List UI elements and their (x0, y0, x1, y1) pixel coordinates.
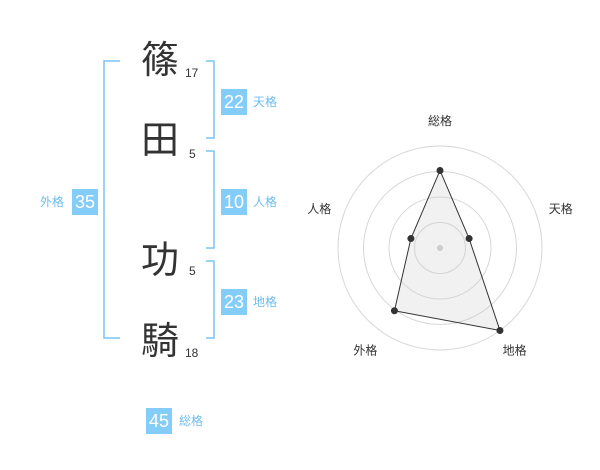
jinkaku-value: 10 (221, 189, 247, 215)
radar-axis-label-0: 総格 (428, 113, 452, 128)
chikaku-bracket (206, 260, 215, 339)
radar-value-polygon (393, 169, 501, 332)
radar-axis-label-3: 外格 (353, 343, 377, 358)
radar-ring-1 (414, 222, 466, 274)
gaikaku-value: 35 (72, 189, 98, 215)
radar-ring-4 (337, 145, 543, 351)
radar-point-1 (465, 235, 473, 243)
gaikaku-label: 外格 (40, 195, 65, 209)
gaikaku-bracket (103, 60, 120, 339)
name-char-1: 篠 (140, 38, 179, 82)
radar-ring-2 (388, 196, 492, 300)
radar-point-3 (390, 307, 398, 315)
soukaku-value: 45 (146, 408, 172, 434)
name-char-2: 田 (140, 118, 179, 162)
stroke-count-1: 17 (185, 66, 199, 80)
radar-axis-label-1: 天格 (549, 201, 573, 216)
chikaku-value: 23 (221, 289, 247, 315)
name-char-3: 功 (140, 238, 179, 282)
tenkaku-label: 天格 (253, 95, 278, 109)
stroke-count-4: 18 (185, 346, 199, 360)
radar-point-2 (496, 327, 504, 335)
chikaku-label: 地格 (253, 295, 278, 309)
jinkaku-bracket (206, 150, 215, 249)
radar-center-dot (437, 245, 443, 251)
stroke-count-3: 5 (189, 264, 196, 278)
jinkaku-label: 人格 (253, 195, 278, 209)
radar-axis-label-2: 地格 (503, 343, 527, 358)
tenkaku-value: 22 (221, 89, 247, 115)
radar-point-0 (436, 166, 444, 174)
soukaku-label: 総格 (179, 414, 204, 428)
radar-axis-label-4: 人格 (307, 201, 331, 216)
radar-point-4 (407, 235, 415, 243)
name-char-4: 騎 (140, 319, 179, 363)
stroke-count-2: 5 (189, 147, 196, 161)
tenkaku-bracket (206, 60, 215, 139)
